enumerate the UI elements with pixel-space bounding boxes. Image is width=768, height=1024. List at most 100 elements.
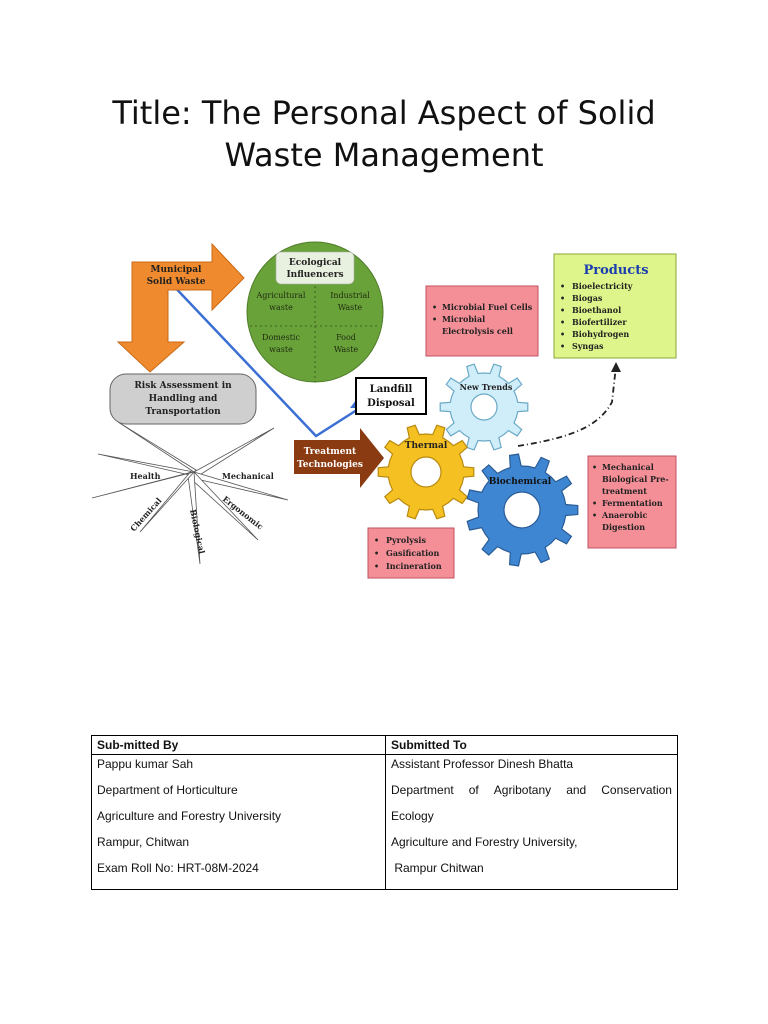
dept-word: Department [391, 783, 454, 797]
biochem-item-5: Anaerobic [601, 510, 647, 520]
landfill-label-2: Disposal [367, 398, 415, 409]
biochem-item-4: Fermentation [602, 498, 663, 508]
recipient-department: Department of Agribotany and Conservatio… [391, 783, 672, 809]
eco-industrial-1: Industrial [330, 291, 370, 300]
dept-word: of [468, 783, 479, 797]
submitted-by-cell: Pappu kumar Sah Department of Horticultu… [91, 754, 386, 890]
thermal-item-3: Incineration [386, 561, 442, 571]
biochemical-gear [466, 453, 579, 567]
dashed-curve-arrowhead [611, 362, 621, 372]
treatment-label-1: Treatment [304, 447, 357, 457]
products-bullet-3: • [560, 305, 565, 315]
landfill-label-1: Landfill [370, 384, 413, 395]
submitted-by-header: Sub-mitted By [91, 735, 386, 755]
products-title: Products [583, 263, 648, 278]
ray-mechanical: Mechanical [222, 471, 274, 481]
biochem-item-1: Mechanical [602, 462, 654, 472]
document-title: Title: The Personal Aspect of Solid Wast… [0, 92, 768, 176]
biochem-item-2: Biological Pre- [602, 474, 669, 484]
new-trends-gear [439, 363, 529, 451]
dept-word: and [566, 783, 587, 797]
recipient-name: Assistant Professor Dinesh Bhatta [391, 757, 574, 771]
risk-label-1: Risk Assessment in [134, 381, 232, 391]
submitter-location: Rampur, Chitwan [97, 835, 190, 849]
products-item-1: Bioelectricity [572, 281, 633, 291]
eco-agri-2: waste [269, 303, 293, 312]
thermal-item-2: Gasification [386, 548, 440, 558]
risk-label-3: Transportation [145, 407, 221, 417]
ray-biological: Biological [188, 508, 207, 554]
thermal-bullet-1: • [374, 535, 379, 545]
thermal-gear [377, 424, 475, 520]
products-box [553, 253, 677, 359]
treatment-arrow [294, 428, 384, 488]
products-item-4: Biofertilizer [572, 317, 627, 327]
biochem-item-6: Digestion [602, 522, 645, 532]
products-bullet-1: • [560, 281, 565, 291]
products-bullet-6: • [560, 341, 565, 351]
thermal-box [367, 527, 455, 579]
table-header-row: Sub-mitted By Submitted To [91, 735, 678, 755]
submitter-department: Department of Horticulture [97, 783, 238, 797]
recipient-department-cont: Ecology [391, 809, 434, 823]
waste-management-diagram: Municipal Solid Waste Ecological Influen… [91, 241, 677, 579]
ecological-title-1: Ecological [289, 258, 342, 268]
submitted-to-header: Submitted To [385, 735, 678, 755]
risk-star [91, 421, 289, 565]
table-body-row: Pappu kumar Sah Department of Horticultu… [91, 754, 678, 890]
biochem-item-3: treatment [602, 486, 647, 496]
eco-domestic-1: Domestic [262, 333, 300, 342]
ray-chemical: Chemical [128, 496, 163, 534]
products-bullet-2: • [560, 293, 565, 303]
biochem-bullet-1: • [592, 462, 597, 472]
microbial-bullet-1: • [432, 302, 437, 312]
landfill-box [355, 377, 427, 415]
products-bullet-4: • [560, 317, 565, 327]
eco-agri-1: Agricultural [256, 291, 306, 300]
ecological-title-2: Influencers [286, 270, 343, 280]
products-item-5: Biohydrogen [572, 329, 629, 339]
title-line-1: Title: The Personal Aspect of Solid [112, 94, 656, 132]
submitted-to-cell: Assistant Professor Dinesh Bhatta Depart… [385, 754, 678, 890]
products-bullet-5: • [560, 329, 565, 339]
microbial-bullet-2: • [432, 314, 437, 324]
biochem-bullet-3: • [592, 510, 597, 520]
municipal-label-1: Municipal [151, 265, 202, 275]
biochem-box [587, 455, 677, 549]
microbial-item-1: Microbial Fuel Cells [442, 302, 533, 312]
thermal-item-1: Pyrolysis [386, 535, 426, 545]
microbial-box [425, 285, 539, 357]
risk-box [109, 373, 257, 425]
recipient-location: Rampur Chitwan [391, 861, 484, 875]
treatment-label-2: Technologies [297, 460, 363, 470]
eco-domestic-2: waste [269, 345, 293, 354]
thermal-label: Thermal [405, 441, 448, 451]
ecological-title-box [275, 251, 355, 285]
thermal-bullet-2: • [374, 548, 379, 558]
eco-food-2: Waste [334, 345, 359, 354]
products-item-2: Biogas [572, 293, 603, 303]
submitter-name: Pappu kumar Sah [97, 757, 194, 771]
connector-line [167, 279, 361, 438]
ray-health: Health [130, 471, 161, 481]
risk-label-2: Handling and [149, 394, 218, 404]
eco-food-1: Food [336, 333, 356, 342]
microbial-item-2: Microbial [442, 314, 485, 324]
dept-word: Conservation [601, 783, 672, 797]
products-item-3: Bioethanol [572, 305, 621, 315]
municipal-label-2: Solid Waste [147, 277, 206, 287]
thermal-bullet-3: • [374, 561, 379, 571]
dept-word: Agribotany [493, 783, 552, 797]
eco-industrial-2: Waste [338, 303, 363, 312]
submitter-university: Agriculture and Forestry University [97, 809, 282, 823]
dashed-curve [517, 365, 617, 447]
products-item-6: Syngas [572, 341, 604, 351]
title-line-2: Waste Management [224, 136, 544, 174]
new-trends-label: New Trends [460, 382, 513, 392]
recipient-university: Agriculture and Forestry University, [391, 835, 578, 849]
biochem-bullet-2: • [592, 498, 597, 508]
biochemical-label: Biochemical [489, 477, 552, 487]
municipal-arrow [116, 242, 245, 373]
microbial-item-3: Electrolysis cell [442, 326, 513, 336]
submitter-roll-no: Exam Roll No: HRT-08M-2024 [97, 861, 259, 875]
